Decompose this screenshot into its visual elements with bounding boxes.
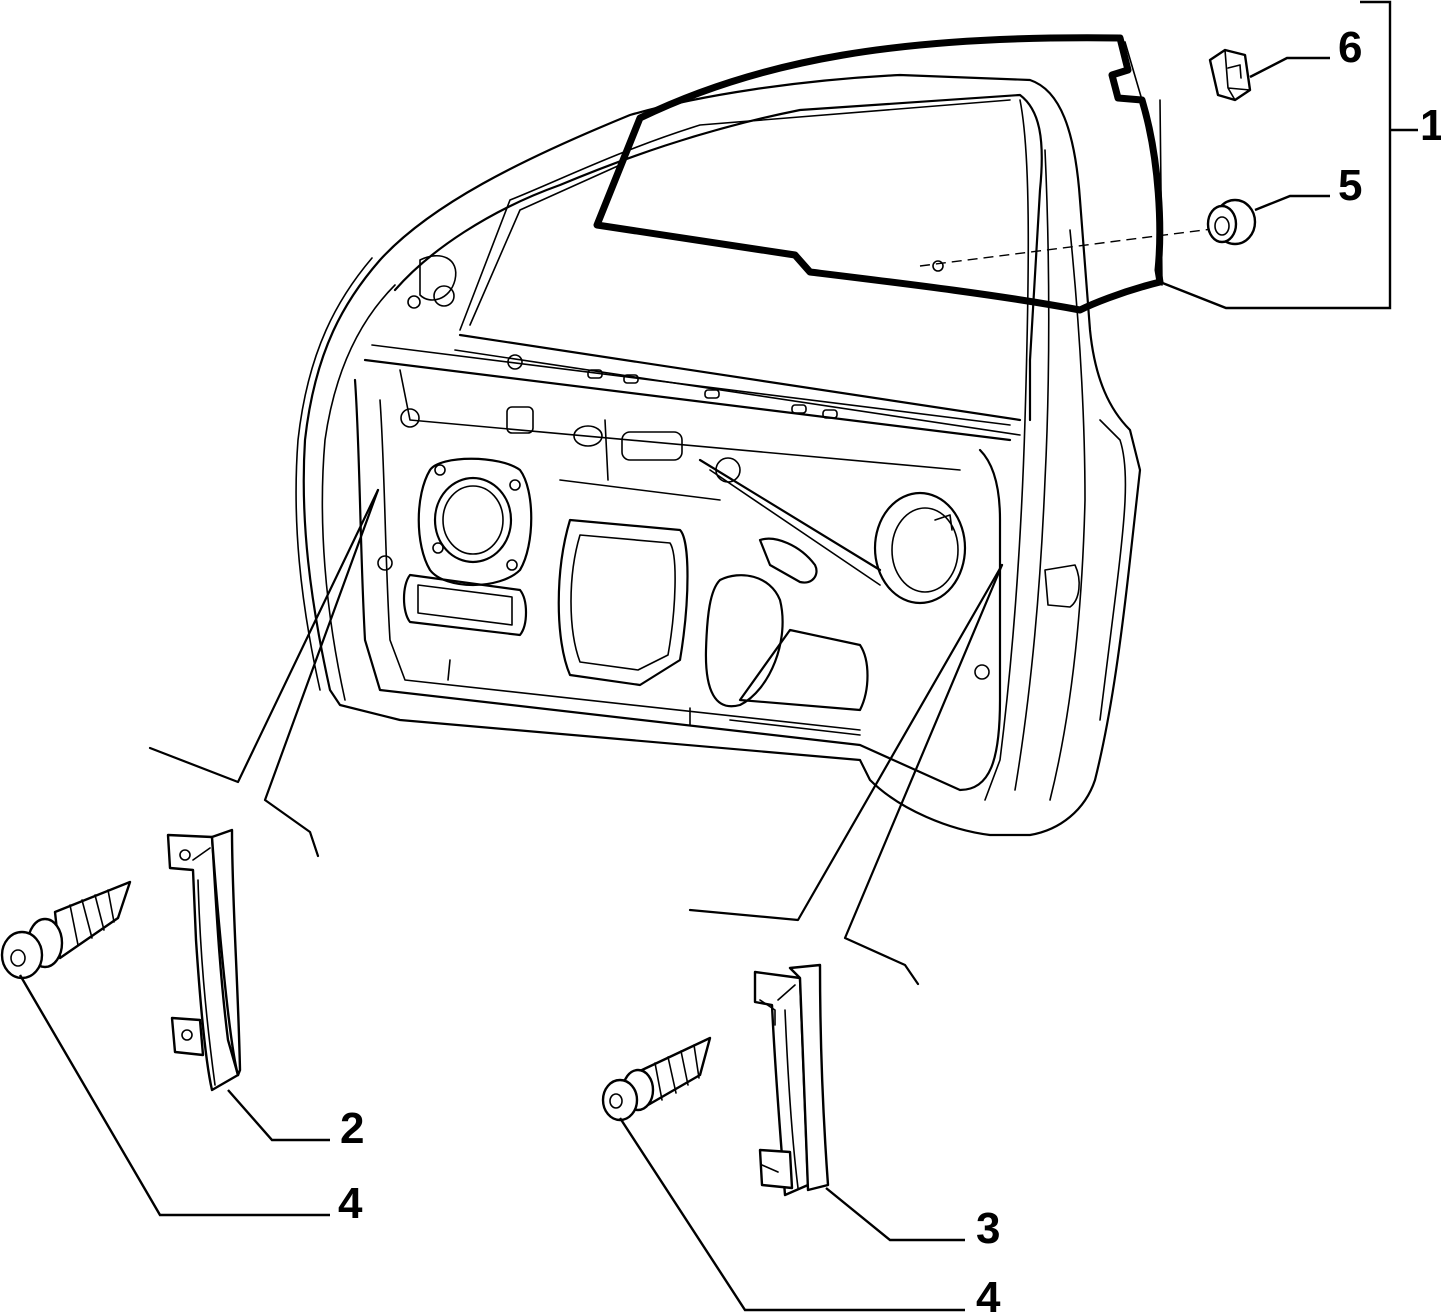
- callout-4-right: 4: [976, 1273, 1001, 1314]
- explode-lines: [148, 488, 1004, 986]
- callouts: 1 2 3 4 4 5 6: [338, 23, 1441, 1314]
- screw-part-4-right: [601, 1036, 712, 1122]
- glass-guide-rail-part-2: [166, 828, 242, 1092]
- speaker-mount-left: [417, 457, 533, 586]
- window-glass: [593, 34, 1221, 314]
- screw-part-4-left: [0, 880, 132, 980]
- speaker-mount-right: [873, 491, 967, 605]
- callout-6: 6: [1338, 23, 1362, 72]
- grommet-part-5: [1206, 198, 1257, 246]
- callout-2: 2: [340, 1104, 364, 1153]
- callout-3: 3: [976, 1204, 1000, 1253]
- glass-guide-rail-part-3: [753, 963, 830, 1197]
- door-shell: [295, 73, 1142, 837]
- callout-1: 1: [1420, 101, 1441, 150]
- callout-5: 5: [1338, 161, 1362, 210]
- callout-4-left: 4: [338, 1179, 363, 1228]
- leader-lines: [18, 0, 1418, 1312]
- glass-clip-part-6: [1208, 48, 1252, 102]
